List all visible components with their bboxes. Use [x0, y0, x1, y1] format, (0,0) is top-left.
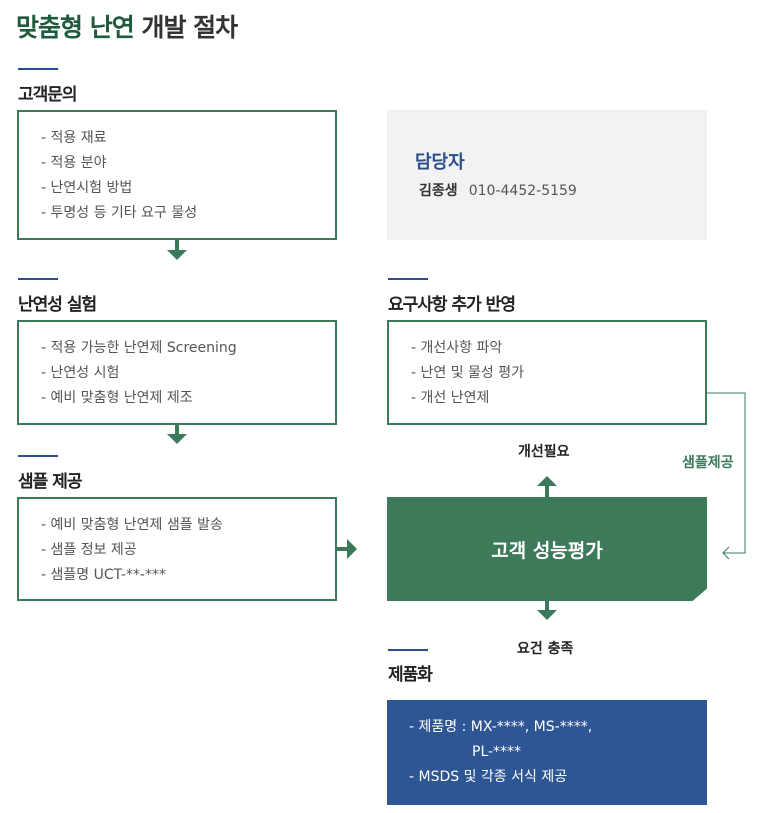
- arrow-down-icon: [167, 434, 187, 444]
- list-item: - 적용 가능한 난연제 Screening: [41, 340, 237, 356]
- arrow-stem: [175, 240, 179, 250]
- msds-line: - MSDS 및 각종 서식 제공: [409, 769, 568, 785]
- list-item: - 난연성 시험: [41, 365, 120, 381]
- list-item: - 난연시험 방법: [41, 180, 133, 196]
- loop-arrowhead-icon: [722, 546, 730, 560]
- contact-info: 김종생 010-4452-5159: [419, 180, 577, 200]
- sample-box: - 예비 맞춤형 난연제 샘플 발송 - 샘플 정보 제공 - 샘플명 UCT-…: [17, 497, 337, 601]
- list-item: - 개선사항 파악: [411, 340, 503, 356]
- list-item: - 샘플 정보 제공: [41, 542, 137, 558]
- list-item: - 적용 재료: [41, 130, 107, 146]
- commercialization-heading: 제품화: [388, 665, 433, 685]
- list-item: - 난연 및 물성 평가: [411, 365, 525, 381]
- evaluation-label: 고객 성능평가: [491, 539, 603, 562]
- section-marker-commercialization: [388, 649, 428, 651]
- title-rest: 개발 절차: [141, 13, 238, 42]
- commercialization-box: - 제품명 : MX-****, MS-****, PL-**** - MSDS…: [387, 700, 707, 805]
- loop-connector: [707, 392, 746, 560]
- arrow-stem: [545, 486, 549, 497]
- contact-phone: 010-4452-5159: [468, 183, 577, 199]
- arrow-down-icon: [537, 610, 557, 620]
- arrow-stem: [175, 425, 179, 434]
- flame-test-box: - 적용 가능한 난연제 Screening - 난연성 시험 - 예비 맞춤형…: [17, 320, 337, 425]
- sample-heading: 샘플 제공: [18, 472, 82, 492]
- contact-name: 김종생: [419, 183, 458, 199]
- inquiry-list: - 적용 재료 - 적용 분야 - 난연시험 방법 - 투명성 등 기타 요구 …: [41, 126, 335, 226]
- loop-line: [707, 392, 746, 554]
- list-item: - 투명성 등 기타 요구 물성: [41, 205, 198, 221]
- section-marker-requirements: [388, 278, 428, 280]
- arrow-down-icon: [167, 250, 187, 260]
- page-title: 맞춤형 난연 개발 절차: [16, 8, 238, 44]
- inquiry-box: - 적용 재료 - 적용 분야 - 난연시험 방법 - 투명성 등 기타 요구 …: [17, 110, 337, 240]
- arrow-right-icon: [347, 539, 357, 559]
- product-names-continued: PL-****: [472, 744, 522, 760]
- list-item: - 예비 맞춤형 난연제 샘플 발송: [41, 517, 223, 533]
- meet-label: 요건 충족: [517, 641, 574, 657]
- section-marker-flame-test: [18, 278, 58, 280]
- sample-provide-label: 샘플제공: [681, 452, 735, 472]
- requirements-list: - 개선사항 파악 - 난연 및 물성 평가 - 개선 난연제: [411, 336, 705, 411]
- sample-list: - 예비 맞춤형 난연제 샘플 발송 - 샘플 정보 제공 - 샘플명 UCT-…: [41, 513, 335, 588]
- contact-card: 담당자 김종생 010-4452-5159: [387, 110, 707, 240]
- flame-test-heading: 난연성 실험: [18, 295, 97, 315]
- list-item: - 적용 분야: [41, 155, 107, 171]
- section-marker-inquiry: [18, 68, 58, 70]
- arrow-stem: [545, 601, 549, 610]
- requirements-box: - 개선사항 파악 - 난연 및 물성 평가 - 개선 난연제: [387, 320, 707, 425]
- flame-test-list: - 적용 가능한 난연제 Screening - 난연성 시험 - 예비 맞춤형…: [41, 336, 335, 411]
- product-names: - 제품명 : MX-****, MS-****,: [409, 719, 593, 735]
- list-item: - 예비 맞춤형 난연제 제조: [41, 390, 193, 406]
- improve-label: 개선필요: [518, 444, 570, 460]
- evaluation-block: 고객 성능평가: [387, 497, 707, 601]
- arrow-stem: [337, 547, 347, 551]
- title-highlight: 맞춤형 난연: [16, 13, 135, 42]
- arrow-up-icon: [537, 476, 557, 486]
- contact-title: 담당자: [415, 152, 465, 173]
- section-marker-sample: [18, 455, 58, 457]
- list-item: - 샘플명 UCT-**-***: [41, 567, 166, 583]
- list-item: - 개선 난연제: [411, 390, 490, 406]
- requirements-heading: 요구사항 추가 반영: [388, 295, 516, 315]
- inquiry-heading: 고객문의: [18, 85, 78, 105]
